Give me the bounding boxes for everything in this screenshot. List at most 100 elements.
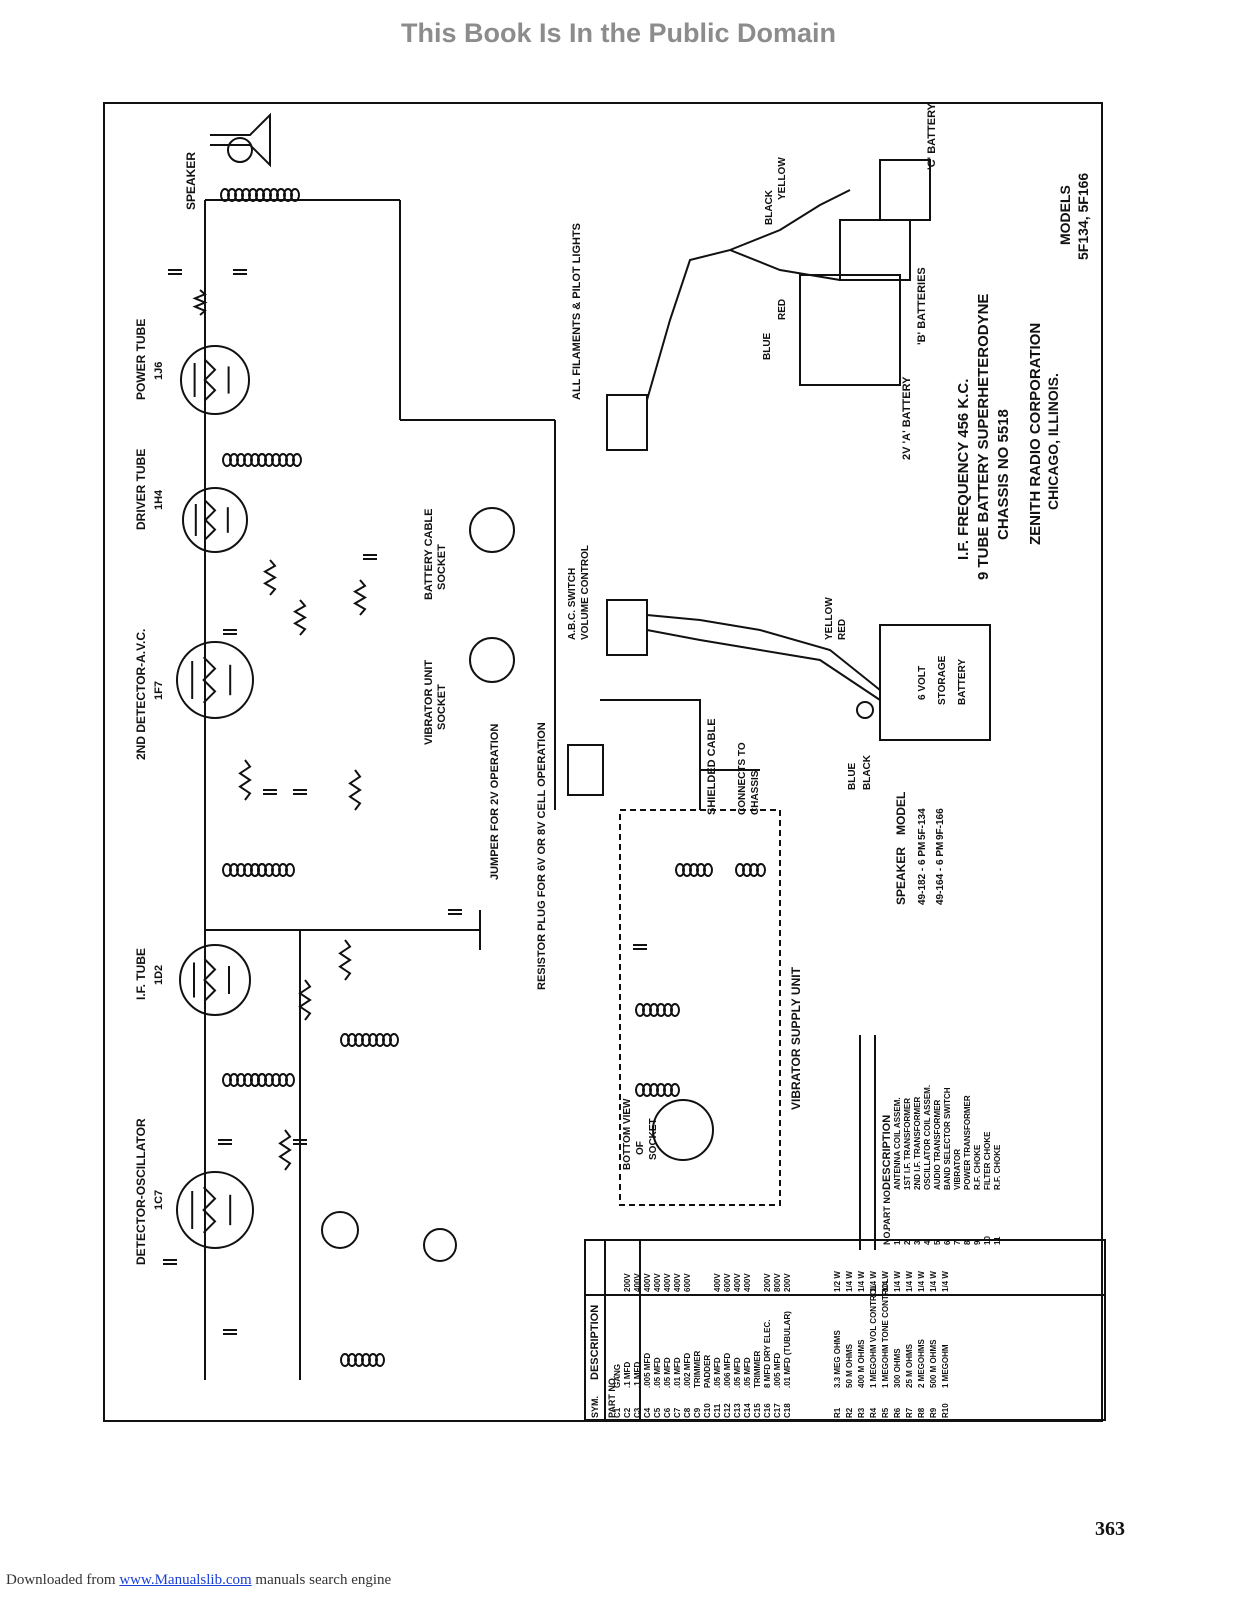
if-tube: [179, 944, 251, 1016]
vibrator-power-transformer: [670, 1003, 680, 1017]
footer: Downloaded from www.Manualslib.com manua…: [6, 1572, 391, 1589]
label-jumper: JUMPER FOR 2V OPERATION: [489, 724, 501, 880]
if-tube-element: [203, 958, 217, 1002]
speaker-table-header-speaker: SPEAKER: [894, 847, 908, 905]
parts-table-cap-desc: .01 MFD (TUBULAR): [783, 1311, 792, 1388]
coil-table-no: 3: [913, 1240, 922, 1245]
parts-table-cap-desc: .1 MFD: [633, 1362, 642, 1388]
band-selector-switch-b: [423, 1228, 457, 1262]
detector-oscillator-tube-element: [202, 1186, 217, 1234]
tube-label-1j6: 1J6: [153, 362, 165, 380]
page-number: 363: [1095, 1518, 1125, 1540]
vibrator-unit-socket: [469, 637, 515, 683]
parts-table-cap-desc: .05 MFD: [663, 1357, 672, 1388]
c-battery: [879, 159, 931, 221]
parts-table-cap-volt: 400V: [643, 1273, 652, 1292]
speaker-table-cell-speaker: 49-182 - 6 PM: [917, 842, 928, 905]
parts-table-cap-volt: 400V: [653, 1273, 662, 1292]
if-transformer-2b: [285, 863, 295, 877]
parts-table-cap-desc: TRIMMER: [693, 1350, 702, 1388]
battery-plug-lower: [606, 599, 648, 656]
parts-table-cap-desc: .1 MFD: [623, 1362, 632, 1388]
parts-table-cap-desc: PADDER: [703, 1355, 712, 1388]
parts-table-cap-desc: .005 MFD: [773, 1353, 782, 1388]
title-models: 5F134, 5F166: [1075, 173, 1091, 260]
6v-storage-battery: [879, 624, 991, 741]
parts-table-res-desc: 400 M OHMS: [857, 1339, 866, 1388]
parts-table-res-sym: R7: [905, 1407, 914, 1418]
tube-label-1d2: 1D2: [153, 965, 165, 985]
parts-table-cap-desc: .05 MFD: [653, 1357, 662, 1388]
parts-table-cap-desc: TRIMMER: [753, 1350, 762, 1388]
wire-label-black-lower: BLACK: [862, 754, 873, 790]
coil-table-no: 1: [893, 1240, 902, 1245]
vibrator-plug: [567, 744, 604, 796]
parts-table-frame: [584, 1239, 1106, 1421]
parts-table-cap-sym: C12: [723, 1403, 732, 1418]
title-if-frequency: I.F. FREQUENCY 456 K.C.: [955, 379, 972, 560]
parts-table-cap-desc: 8 MFD DRY ELEC.: [763, 1320, 772, 1388]
label-resistor-plug: RESISTOR PLUG FOR 6V OR 8V CELL OPERATIO…: [536, 722, 548, 990]
output-transformer-b: [290, 188, 300, 202]
parts-table-res-watt: 1/4 W: [845, 1271, 854, 1292]
coil-table-no: 4: [923, 1240, 932, 1245]
detector-oscillator-tube: [176, 1171, 254, 1249]
battery-text-battery: BATTERY: [957, 659, 968, 705]
parts-table-cap-desc: .05 MFD: [713, 1357, 722, 1388]
power-tube-element: [203, 358, 217, 402]
resistor-r1: [298, 979, 312, 1021]
parts-table-cap-sym: C15: [753, 1403, 762, 1418]
tube-label-1f7: 1F7: [153, 681, 165, 700]
tube-label-detector-oscillator: DETECTOR-OSCILLATOR: [134, 1118, 148, 1265]
battery-cable-upper: [646, 248, 841, 401]
wire-label-red-lower: RED: [837, 619, 848, 640]
speaker-table-header-model: MODEL: [894, 792, 908, 835]
coil-table-header-description: DESCRIPTION: [881, 1115, 893, 1190]
title-company: ZENITH RADIO CORPORATION: [1027, 323, 1044, 545]
coil-table-no: 10: [983, 1236, 992, 1245]
parts-table-cap-sym: C5: [653, 1407, 662, 1418]
parts-table-res-sym: R4: [869, 1407, 878, 1418]
manualslib-link[interactable]: www.Manualslib.com: [119, 1572, 252, 1588]
coil-table-desc: ANTENNA COIL ASSEM.: [893, 1097, 902, 1190]
power-tube: [180, 345, 250, 415]
public-domain-header: This Book Is In the Public Domain: [400, 18, 837, 48]
resistor-r5: [348, 769, 362, 811]
tube-label-1h4: 1H4: [153, 489, 165, 510]
speaker-cone: [210, 112, 271, 168]
coil-table-no: 5: [933, 1240, 942, 1245]
speaker-table-cell-model: 9F-166: [935, 808, 946, 840]
parts-table-cap-volt: 400V: [733, 1273, 742, 1292]
battery-terminal: [856, 701, 874, 719]
tube-label-2nd-detector: 2ND DETECTOR-A.V.C.: [134, 629, 148, 760]
speaker-symbol: [227, 137, 253, 163]
2v-a-battery: [799, 274, 901, 386]
coil-table-header-partno: PART NO.: [882, 1188, 892, 1230]
parts-table-res-watt: 1/4 W: [857, 1271, 866, 1292]
label-of: OF: [635, 1141, 646, 1155]
label-socket-3: SOCKET: [648, 1118, 659, 1160]
coil-table-no: 8: [963, 1240, 972, 1245]
parts-table-cap-sym: C8: [683, 1407, 692, 1418]
vibrator-transformer-b: [670, 1083, 680, 1097]
parts-table-cap-volt: 400V: [743, 1273, 752, 1292]
label-shielded-cable: SHIELDED CABLE: [706, 718, 718, 815]
parts-table-res-sym: R9: [929, 1407, 938, 1418]
wire-label-blue-upper: BLUE: [762, 332, 773, 360]
parts-table-res-sym: R2: [845, 1407, 854, 1418]
parts-table-res-desc: 500 M OHMS: [929, 1339, 938, 1388]
parts-table-res-sym: R5: [881, 1407, 890, 1418]
parts-table-res-desc: 1 MEGOHM VOL CONTROL: [869, 1284, 878, 1388]
parts-table-cap-sym: C10: [703, 1403, 712, 1418]
tube-label-power-tube: POWER TUBE: [134, 319, 148, 400]
label-bottom-view: BOTTOM VIEW: [622, 1098, 633, 1170]
parts-table-cap-desc: .006 MFD: [723, 1353, 732, 1388]
battery-cable-upper-b: [729, 189, 851, 251]
coil-table-desc: 2ND I.F. TRANSFORMER: [913, 1096, 922, 1190]
parts-table-header-sym: SYM.: [590, 1396, 600, 1418]
parts-table-cap-volt: 400V: [663, 1273, 672, 1292]
parts-table-cap-sym: C18: [783, 1403, 792, 1418]
parts-table-cap-desc: .05 MFD: [733, 1357, 742, 1388]
antenna-coil: [375, 1353, 385, 1367]
